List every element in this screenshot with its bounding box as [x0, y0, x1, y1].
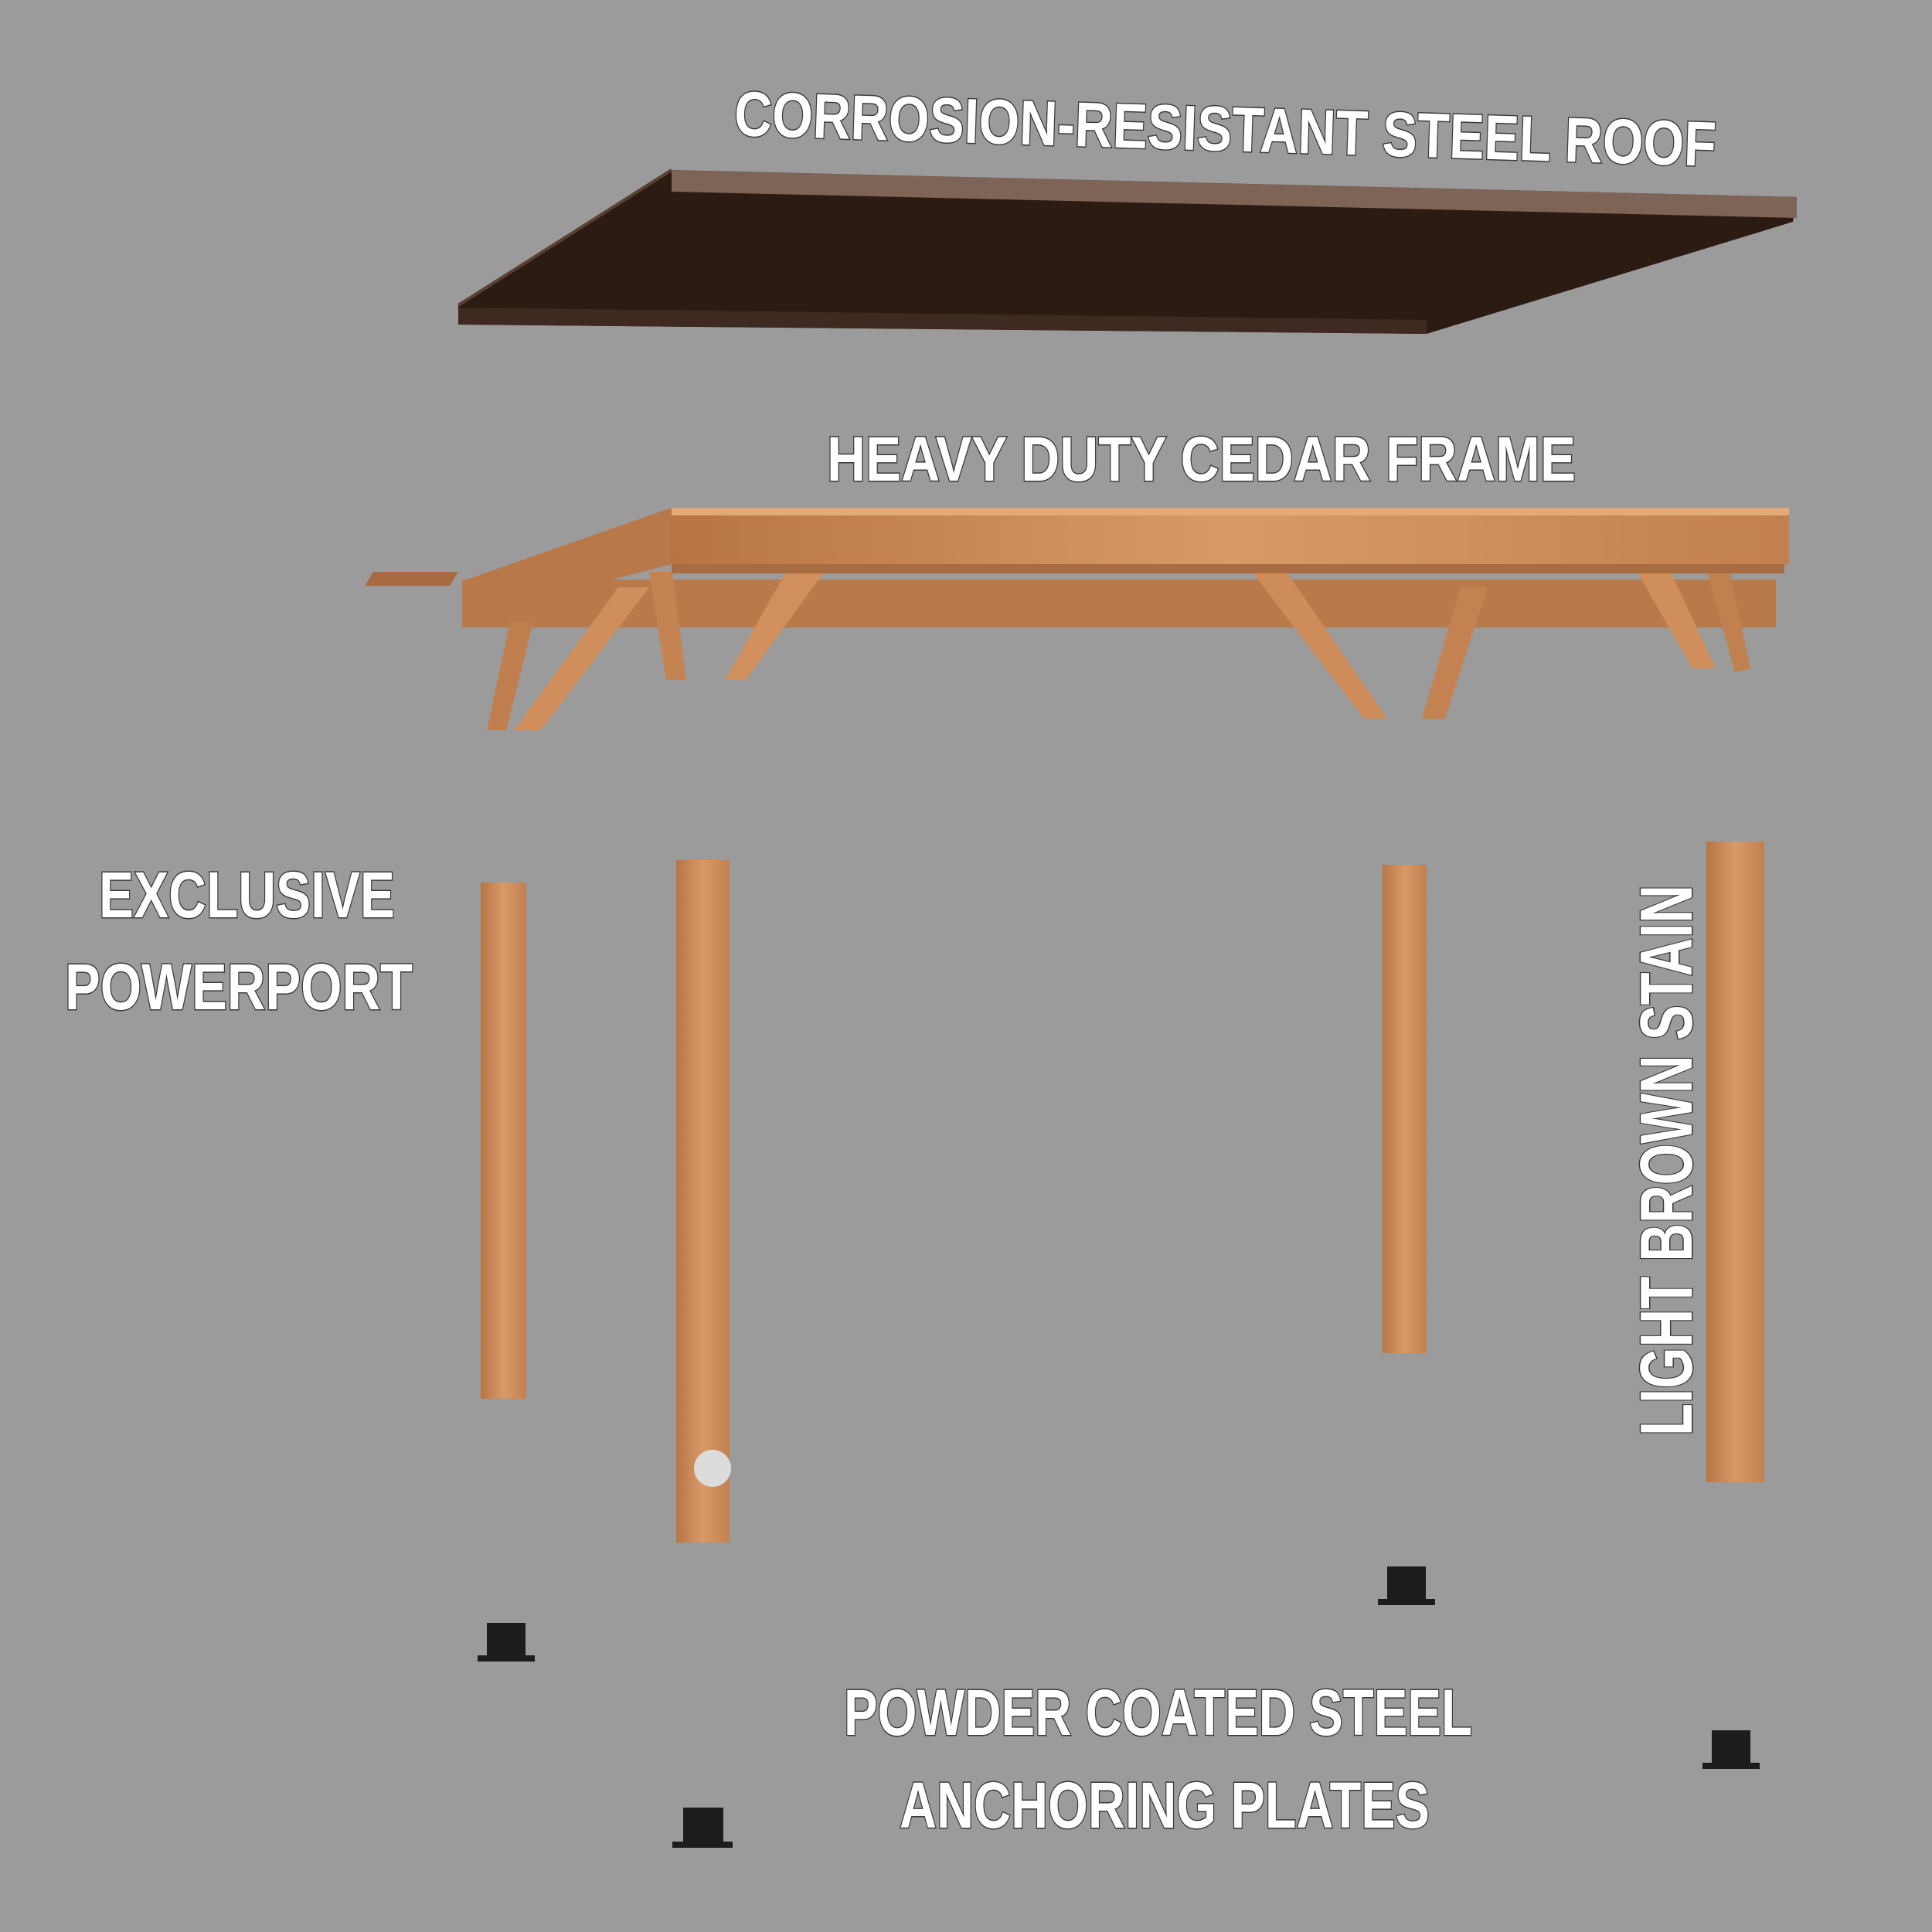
- posts: [481, 842, 1764, 1543]
- label-plates-line2: ANCHORING PLATES: [900, 1769, 1430, 1842]
- cedar-frame: [365, 508, 1789, 730]
- label-powerport-line1: EXCLUSIVE: [99, 859, 395, 931]
- anchor-plate: [478, 1623, 535, 1662]
- brace: [1631, 560, 1716, 668]
- brace: [725, 568, 827, 680]
- label-plates-line1: POWDER COATED STEEL: [844, 1676, 1472, 1749]
- brace: [514, 587, 649, 730]
- post-with-powerport: [676, 860, 730, 1543]
- post: [1706, 842, 1764, 1482]
- label-frame: HEAVY DUTY CEDAR FRAME: [827, 424, 1576, 495]
- anchor-plate: [1702, 1730, 1760, 1769]
- post: [1383, 865, 1427, 1353]
- brace: [1252, 572, 1387, 719]
- anchor-plate: [672, 1808, 733, 1848]
- steel-roof: [457, 168, 1797, 334]
- anchoring-plates: [478, 1566, 1760, 1848]
- anchor-plate: [1378, 1566, 1435, 1605]
- label-stain: LIGHT BROWN STAIN: [1625, 885, 1708, 1436]
- label-roof: CORROSION-RESISTANT STEEL ROOF: [733, 79, 1717, 180]
- brace: [649, 572, 686, 680]
- brace: [1704, 560, 1750, 672]
- brace: [487, 622, 533, 730]
- brace: [1422, 587, 1488, 719]
- post: [481, 883, 526, 1399]
- powerport-hole: [694, 1450, 731, 1487]
- label-powerport-line2: POWERPORT: [65, 951, 413, 1023]
